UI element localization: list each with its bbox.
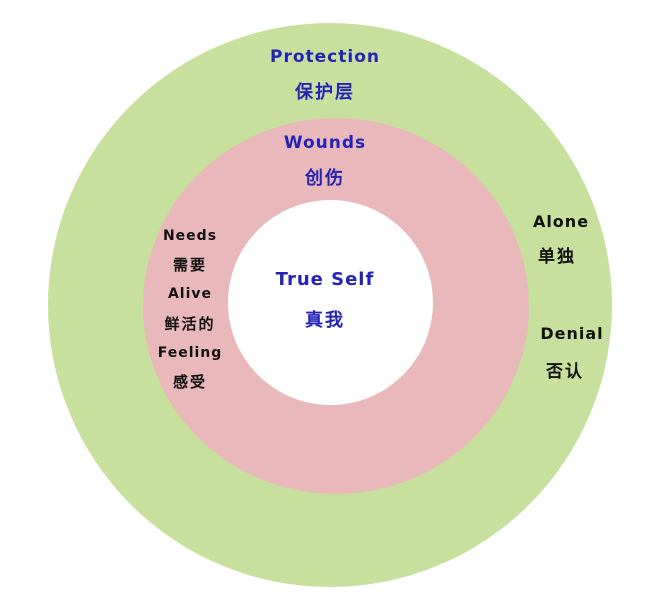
denial-label-zh: 否认 <box>546 362 584 382</box>
alive-label-zh: 鲜活的 <box>164 315 216 333</box>
true-self-circle <box>228 200 433 405</box>
true-self-label-zh: 真我 <box>305 310 345 331</box>
wounds-label-en: Wounds <box>283 133 367 153</box>
feeling-label-zh: 感受 <box>172 373 207 391</box>
alone-label-en: Alone <box>532 212 590 231</box>
true-self-label-en: True Self <box>275 269 375 290</box>
alone-label-zh: 单独 <box>538 247 576 267</box>
denial-label-en: Denial <box>540 324 604 343</box>
needs-label-zh: 需要 <box>172 256 207 274</box>
protection-label-en: Protection <box>270 47 380 67</box>
needs-label-en: Needs <box>162 228 218 244</box>
alive-label-en: Alive <box>167 286 213 302</box>
feeling-label-en: Feeling <box>157 345 223 361</box>
protection-label-zh: 保护层 <box>295 82 355 103</box>
wounds-label-zh: 创伤 <box>305 168 345 189</box>
